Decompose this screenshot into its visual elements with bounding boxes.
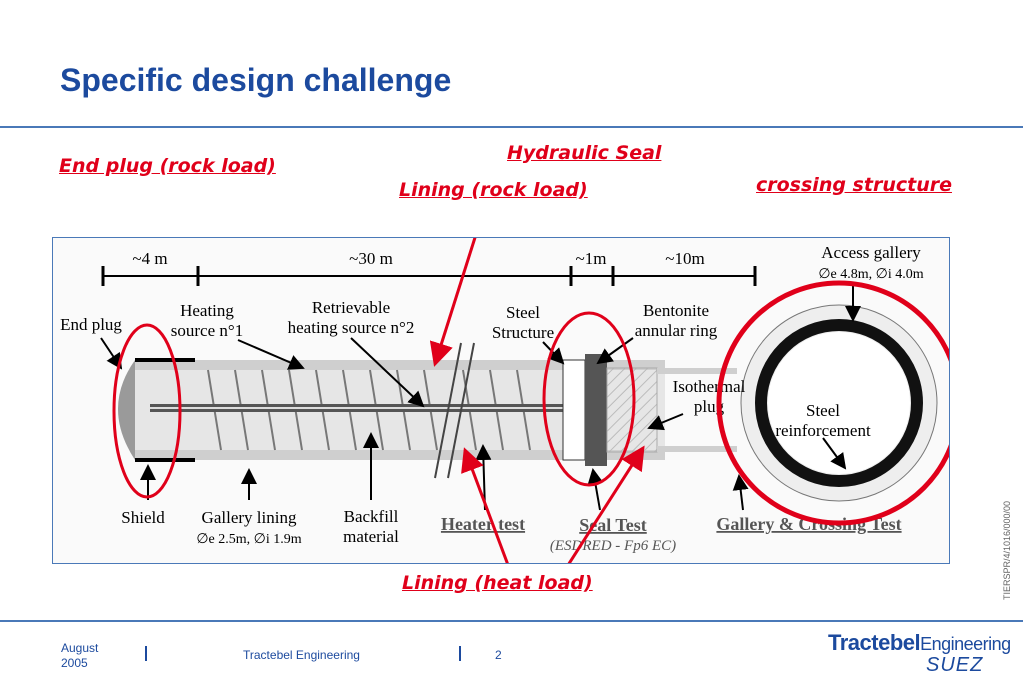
label-bentonite-2: annular ring	[635, 321, 718, 340]
end-plug-highlight	[112, 323, 182, 499]
label-gallery-lining-2: ∅e 2.5m, ∅i 1.9m	[196, 532, 301, 547]
label-heater-test: Heater test	[441, 514, 525, 534]
label-gallery-lining-1: Gallery lining	[202, 508, 297, 527]
dimension-line	[101, 266, 757, 286]
seal-plug	[585, 354, 607, 466]
dim-30m: ~30 m	[349, 249, 393, 268]
footer-company: Tractebel Engineering	[243, 648, 360, 662]
callout-end-plug: End plug (rock load)	[59, 155, 276, 177]
steel-reinforcement-ring	[755, 319, 923, 487]
label-access-gallery-dims: ∅e 4.8m, ∅i 4.0m	[818, 267, 923, 282]
lining-heat-arrow-2	[561, 445, 645, 574]
label-seal-test-sub: (ESDRED - Fp6 EC)	[550, 538, 676, 554]
footer-page-number: 2	[495, 648, 502, 662]
callout-crossing-structure: crossing structure	[756, 174, 952, 196]
lining-bottom	[135, 450, 665, 460]
label-heating-1: Heating	[180, 301, 234, 320]
logo-sub-text: Engineering	[920, 634, 1011, 654]
footer-separator-2	[459, 646, 461, 661]
label-steel-1: Steel	[506, 303, 540, 322]
label-backfill-1: Backfill	[344, 507, 399, 526]
label-isothermal-1: Isothermal	[673, 377, 746, 396]
callout-lining-heat: Lining (heat load)	[402, 572, 593, 594]
footer-divider	[0, 620, 1023, 622]
label-heating-2: source n°1	[171, 321, 243, 340]
footer-separator-1	[145, 646, 147, 661]
gallery-diagram: ~4 m ~30 m ~1m ~10m	[52, 205, 962, 574]
shield-bottom	[135, 458, 195, 462]
dim-1m: ~1m	[576, 249, 607, 268]
label-retrievable-1: Retrievable	[312, 298, 390, 317]
label-steel-reinforcement-2: reinforcement	[775, 421, 871, 440]
label-backfill-2: material	[343, 527, 399, 546]
label-steel-reinforcement-1: Steel	[806, 401, 840, 420]
document-code: TIERSPR/4/1016/000/00	[1002, 500, 1012, 600]
break-mark-1	[434, 342, 462, 479]
label-retrievable-2: heating source n°2	[288, 318, 415, 337]
label-access-gallery: Access gallery	[821, 243, 921, 262]
steel-structure	[562, 359, 586, 461]
footer-date-year: 2005	[61, 656, 88, 670]
lining-heat-arrow-1	[461, 447, 513, 574]
label-shield: Shield	[121, 508, 165, 527]
dim-10m: ~10m	[665, 249, 704, 268]
label-steel-2: Structure	[492, 323, 554, 342]
dim-4m: ~4 m	[132, 249, 167, 268]
label-end-plug: End plug	[60, 315, 122, 334]
seal-highlight	[542, 311, 636, 487]
footer-date-month: August	[61, 641, 99, 655]
company-logo: TractebelEngineering	[828, 630, 1011, 656]
title-divider	[0, 126, 1023, 128]
label-gallery-test: Gallery & Crossing Test	[716, 514, 901, 534]
slide-title: Specific design challenge	[60, 62, 452, 98]
pointer-arrows	[100, 286, 861, 511]
logo-main-text: Tractebel	[828, 630, 921, 655]
callout-lining-rock: Lining (rock load)	[399, 179, 588, 201]
suez-logo: SUEZ	[926, 654, 984, 676]
end-plug-shape	[118, 360, 135, 460]
break-mark-2	[447, 342, 475, 479]
label-bentonite-1: Bentonite	[643, 301, 709, 320]
callout-hydraulic-seal: Hydraulic Seal	[507, 142, 662, 164]
shield-top	[135, 358, 195, 362]
diagram-canvas: ~4 m ~30 m ~1m ~10m	[60, 205, 962, 574]
lining-top	[135, 360, 665, 370]
